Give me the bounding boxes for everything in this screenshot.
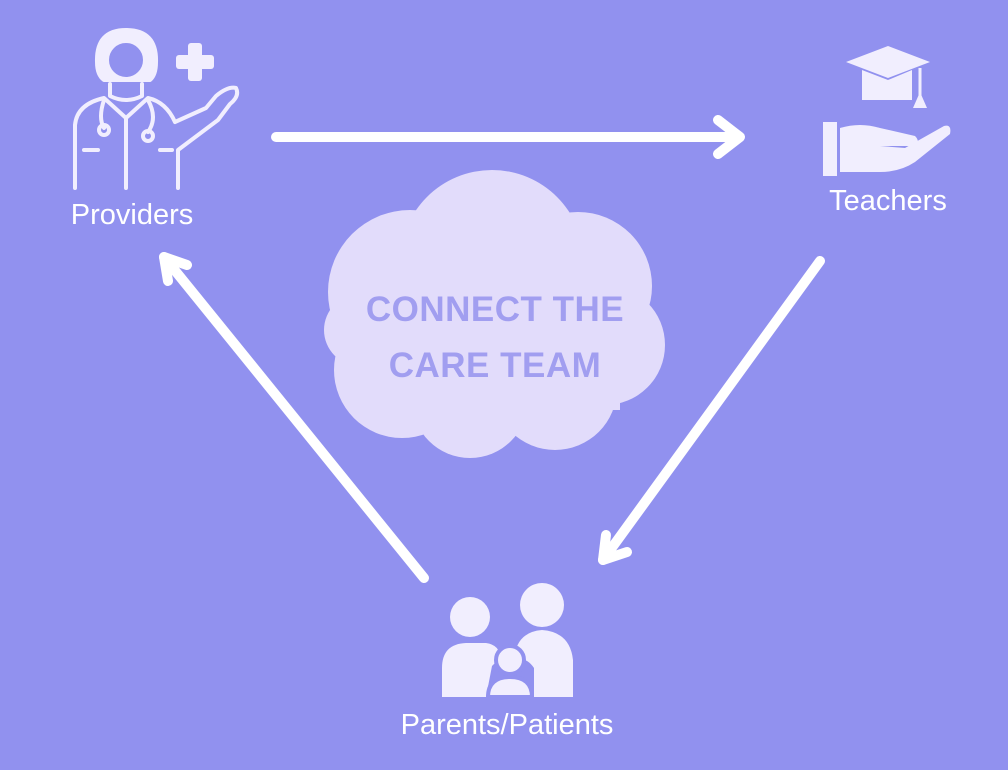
doctor-icon [73, 28, 240, 190]
family-icon [442, 583, 573, 699]
arrow-parents-to-providers [159, 252, 429, 583]
teachers-label: Teachers [829, 185, 947, 217]
cloud-shape [324, 170, 665, 458]
center-title: CONNECT THE CARE TEAM [330, 282, 660, 394]
center-title-line-2: CARE TEAM [388, 346, 602, 385]
graduation-hand-icon [823, 46, 951, 176]
arrows [159, 115, 825, 583]
arrow-teachers-to-parents [598, 256, 825, 565]
medical-cross-icon [176, 43, 214, 81]
parents-patients-label: Parents/Patients [400, 709, 614, 741]
providers-label: Providers [70, 199, 194, 231]
center-title-line-1: CONNECT THE [365, 290, 625, 329]
arrow-providers-to-teachers [271, 115, 745, 159]
